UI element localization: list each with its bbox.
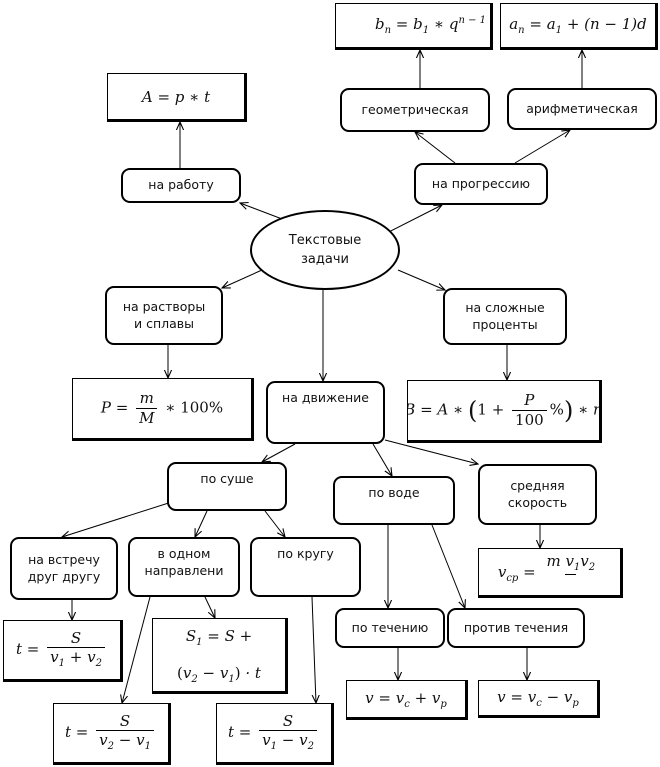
formula-same-dir: S1 = S + (v2 − v1) · t: [152, 618, 288, 694]
arrow-motion-land: [262, 443, 296, 462]
node-motion: на движение: [266, 381, 385, 444]
arrow-center-compound: [397, 269, 445, 290]
arrow-motion-avg-speed: [384, 439, 478, 464]
node-same-dir: в одном направлени: [128, 537, 240, 597]
node-downstream: по течению: [335, 608, 445, 648]
arrow-samedir-formula: [204, 596, 215, 618]
node-upstream: против течения: [447, 608, 585, 648]
arrow-land-samedir: [195, 510, 208, 537]
arrow-motion-water: [372, 443, 392, 476]
node-water: по воде: [333, 476, 455, 525]
node-geometric: геометрическая: [340, 88, 490, 132]
node-circle: по кругу: [250, 537, 361, 597]
formula-avg-speed: vср = m v1v2: [478, 548, 623, 598]
formula-upstream: v = vc − vp: [478, 680, 600, 718]
arrow-land-circle: [264, 510, 285, 537]
arrow-land-towards: [62, 499, 179, 537]
node-avg-speed: средняя скорость: [478, 464, 597, 525]
arrow-water-upstream: [431, 524, 465, 608]
node-work: на работу: [121, 168, 241, 203]
arrow-circle-time: [311, 596, 316, 703]
node-arithmetic: арифметическая: [507, 88, 657, 130]
center-node: Текстовые задачи: [250, 210, 400, 290]
node-towards: на встречу друг другу: [10, 537, 118, 600]
arrow-progression-arithmetic: [514, 130, 570, 164]
node-compound: на сложные проценты: [443, 288, 567, 345]
arrow-center-solutions: [222, 269, 263, 288]
center-label: Текстовые задачи: [288, 232, 362, 268]
formula-arithmetic: an = a1 + (n − 1)d: [500, 3, 658, 50]
formula-geometric: bn = b1 ∗ qn − 1: [335, 3, 493, 50]
node-progression: на прогрессию: [414, 163, 548, 205]
arrow-samedir-time: [122, 596, 151, 703]
formula-downstream: v = vc + vp: [346, 680, 468, 720]
node-solutions: на растворы и сплавы: [105, 286, 223, 345]
arrow-progression-geometric: [415, 132, 456, 164]
node-land: по суше: [167, 462, 287, 511]
formula-work: A = p ∗ t: [107, 73, 247, 122]
